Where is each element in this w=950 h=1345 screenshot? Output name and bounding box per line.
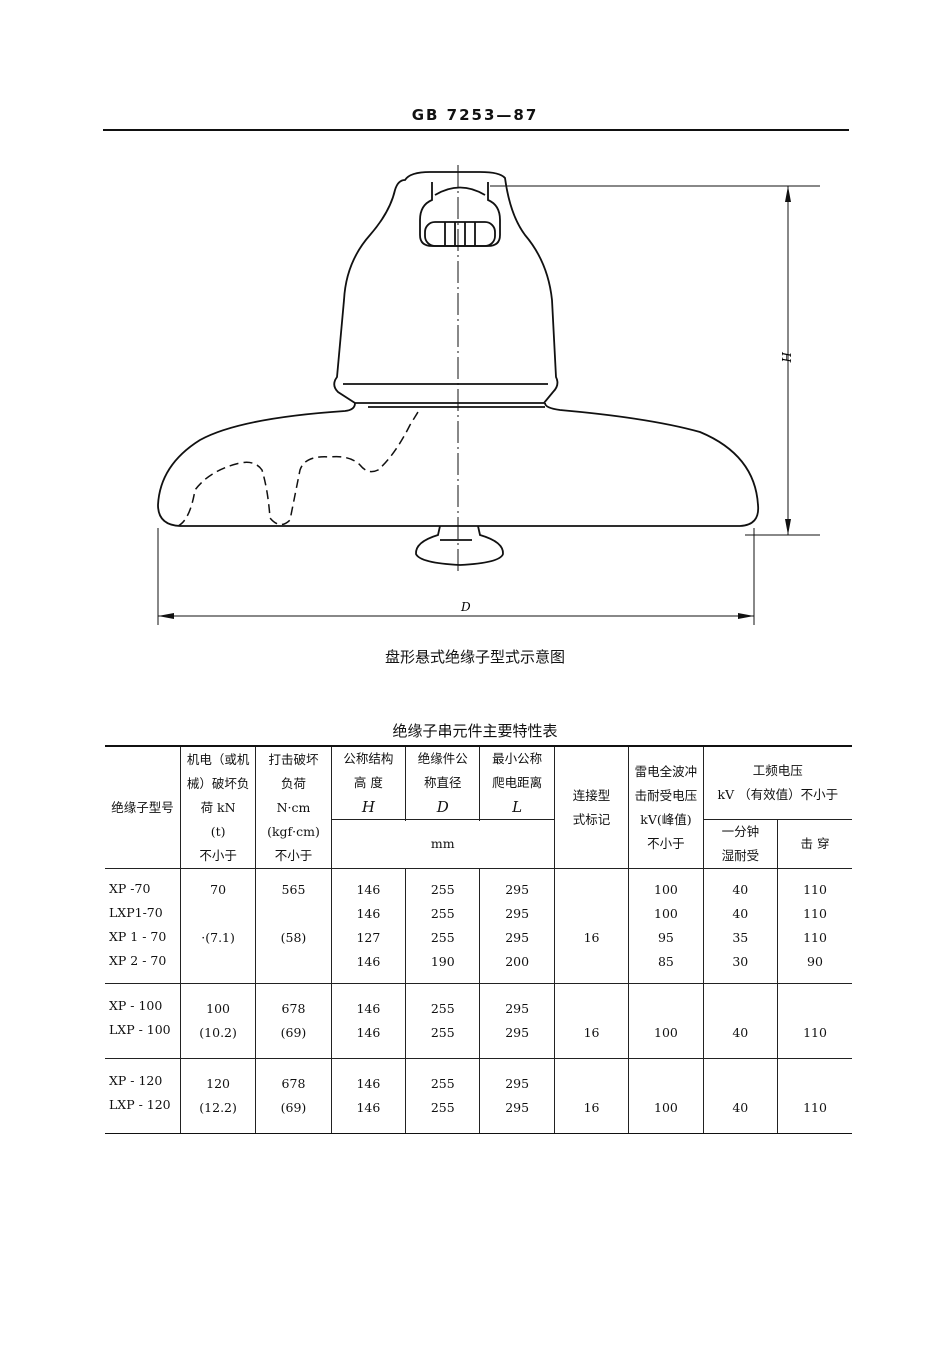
col-puncture: 击 穿 <box>777 819 852 869</box>
col-coupling: 连接型式标记 <box>553 745 630 869</box>
header-row-3: mm <box>105 819 852 869</box>
cell-impact-load: 565(58) <box>255 868 332 984</box>
cell-coupling: 16 <box>553 868 630 984</box>
height-label: H <box>779 351 793 363</box>
cell-mech-load: 70·(7.1) <box>179 868 257 984</box>
cell-lightning: 100 <box>628 983 704 1059</box>
header-rule <box>103 129 849 131</box>
cell-mech-load: 100(10.2) <box>179 983 257 1059</box>
unit-mm: mm <box>331 819 555 869</box>
col-wet-1min: 一分钟湿耐受 <box>703 819 779 869</box>
insulator-diagram: H D <box>157 165 820 625</box>
cell-impact-load: 678(69) <box>255 983 332 1059</box>
figure-caption: 盘形悬式绝缘子型式示意图 <box>384 648 565 666</box>
cell-coupling: 16 <box>553 983 630 1059</box>
cell-wet-1min: 40 <box>702 1058 779 1134</box>
cell-puncture: 110 <box>777 983 852 1059</box>
standard-code: GB 7253—87 <box>411 106 539 124</box>
cell-wet-1min: 40 <box>702 983 779 1059</box>
diameter-label: D <box>460 600 471 614</box>
cell-puncture: 110 <box>777 1058 852 1134</box>
cell-mech-load: 120(12.2) <box>179 1058 257 1134</box>
col-mech-load: 机电（或机械）破坏负荷 kN(t)不小于 <box>179 745 257 869</box>
col-model: 绝缘子型号 <box>105 745 181 869</box>
cell-impact-load: 678(69) <box>255 1058 332 1134</box>
cell-coupling: 16 <box>553 1058 630 1134</box>
table-title: 绝缘子串元件主要特性表 <box>392 722 558 740</box>
cell-lightning: 100 <box>628 1058 704 1134</box>
